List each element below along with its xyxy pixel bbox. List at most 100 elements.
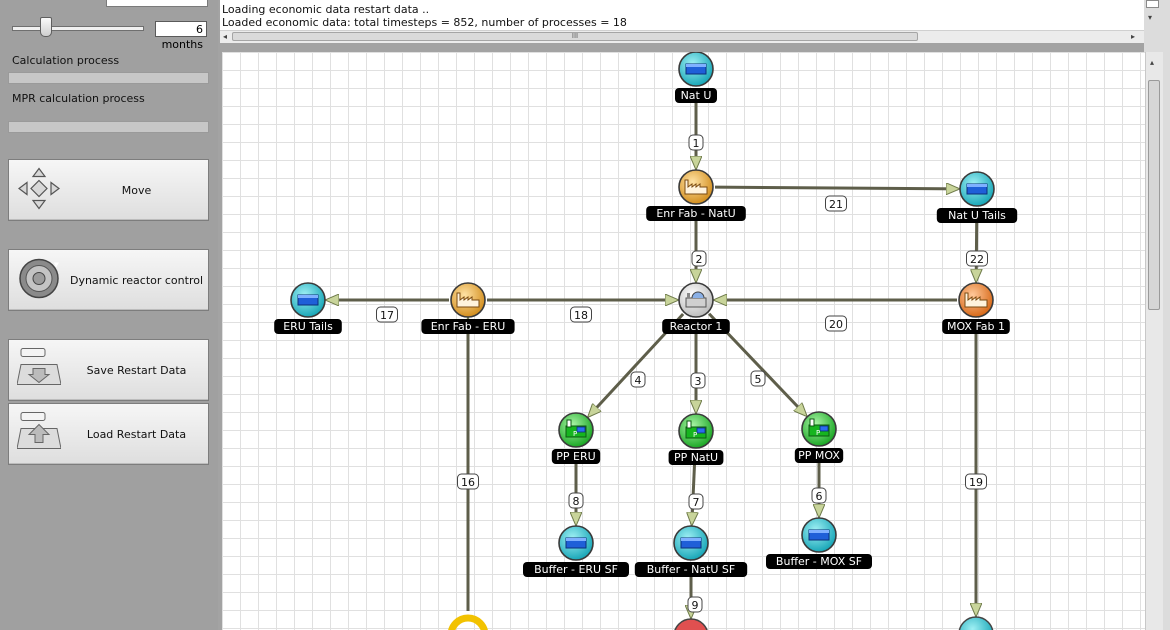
node-label-box	[662, 319, 730, 334]
edge-label-box	[691, 250, 707, 267]
edge-label-box	[688, 134, 704, 151]
canvas-vertical-scrollbar[interactable]: ▴	[1145, 52, 1163, 630]
edge-label-box	[568, 492, 584, 509]
factory-icon	[684, 179, 708, 195]
node-natu[interactable]: Nat U	[675, 52, 717, 103]
edge-label-box	[825, 195, 847, 212]
storage-icon	[680, 537, 702, 549]
storage-icon	[808, 529, 830, 541]
node-enreru[interactable]: Enr Fab - ERU	[421, 282, 515, 334]
edge-label-box	[687, 596, 703, 613]
edge-label-box	[376, 306, 398, 323]
node-label-box	[942, 319, 1010, 334]
node-ppmox[interactable]: PPP MOX	[794, 411, 844, 463]
load-restart-data-button[interactable]: Load Restart Data	[8, 403, 209, 465]
node-label: Enr Fab - NatU	[656, 207, 735, 220]
storage-icon	[685, 63, 707, 75]
power-plant-mark: P	[693, 431, 697, 439]
edge-label-7: 7	[693, 496, 700, 509]
flow-edge-21	[714, 187, 958, 189]
power-plant-icon: P	[808, 418, 830, 437]
node-natutails[interactable]: Nat U Tails	[936, 171, 1018, 223]
node-reactor[interactable]: Reactor 1	[662, 282, 730, 334]
edge-label-18: 18	[574, 309, 588, 322]
edge-label-box	[688, 493, 704, 510]
move-button[interactable]: Move	[8, 159, 209, 221]
log-line: Loaded economic data: total timesteps = …	[222, 16, 627, 29]
node-label: Buffer - MOX SF	[776, 555, 862, 568]
edge-label-19: 19	[969, 476, 983, 489]
node-label-box	[551, 449, 601, 464]
storage-icon	[297, 294, 319, 306]
node-label: PP NatU	[674, 451, 718, 464]
node-label-box	[523, 562, 629, 577]
storage-icon	[966, 183, 988, 195]
power-plant-icon: P	[685, 420, 707, 439]
edge-label-22: 22	[970, 253, 984, 266]
edge-label-box	[965, 473, 987, 490]
edge-label-6: 6	[816, 490, 823, 503]
edges-layer	[327, 88, 977, 617]
node-label: ERU Tails	[283, 320, 333, 333]
node-label-box	[646, 206, 746, 221]
top-input-field[interactable]	[106, 0, 208, 7]
node-enrnatu[interactable]: Enr Fab - NatU	[646, 169, 746, 221]
node-buferu[interactable]: Buffer - ERU SF	[523, 525, 629, 577]
node-label-box	[421, 319, 515, 334]
edge-label-4: 4	[635, 374, 642, 387]
node-label: Nat U Tails	[948, 209, 1006, 222]
node-label-box	[668, 450, 724, 465]
log-scroll-down-arrow-icon[interactable]: ▾	[1148, 13, 1153, 22]
scrollbar-grip: III	[571, 32, 579, 40]
log-horizontal-scrollbar[interactable]: ◂ III ▸	[220, 30, 1144, 43]
calculation-process-label: Calculation process	[12, 54, 120, 67]
factory-icon	[456, 292, 480, 308]
node-erutails[interactable]: ERU Tails	[274, 282, 342, 334]
edge-label-8: 8	[573, 495, 580, 508]
timestep-slider-thumb[interactable]	[40, 17, 52, 37]
edge-label-box	[690, 372, 706, 389]
edge-label-5: 5	[755, 373, 762, 386]
edge-label-21: 21	[829, 198, 843, 211]
scroll-right-arrow-icon[interactable]: ▸	[1131, 32, 1136, 41]
node-label: Buffer - NatU SF	[647, 563, 736, 576]
offscreen-node	[448, 614, 488, 630]
power-plant-mark: P	[816, 429, 820, 437]
node-bufnatu[interactable]: Buffer - NatU SF	[634, 525, 748, 577]
node-label-box	[634, 562, 748, 577]
edge-label-2: 2	[696, 253, 703, 266]
storage-icon	[565, 537, 587, 549]
log-output: Loading economic data restart data .. Lo…	[220, 0, 1144, 31]
calculation-progress-bar	[8, 72, 209, 84]
save-restart-data-label: Save Restart Data	[86, 363, 187, 377]
log-scrollbar-thumb[interactable]: III	[232, 32, 918, 41]
canvas-scrollbar-thumb[interactable]	[1148, 80, 1160, 310]
offscreen-node	[958, 616, 994, 630]
dynamic-reactor-control-button[interactable]: Dynamic reactor control	[8, 249, 209, 311]
node-moxfab[interactable]: MOX Fab 1	[942, 282, 1010, 334]
node-pperu[interactable]: PPP ERU	[551, 412, 601, 464]
save-restart-data-button[interactable]: Save Restart Data	[8, 339, 209, 401]
load-restart-data-label: Load Restart Data	[86, 427, 187, 441]
scroll-up-arrow-icon[interactable]: ▴	[1150, 58, 1155, 67]
node-ppnatu[interactable]: P PP NatU	[668, 413, 724, 465]
log-scroll-box[interactable]	[1146, 0, 1159, 8]
mpr-calculation-process-label: MPR calculation process	[12, 92, 145, 105]
node-bufmox[interactable]: Buffer - MOX SF	[766, 517, 872, 569]
edge-label-box	[457, 473, 479, 490]
scroll-left-arrow-icon[interactable]: ◂	[223, 32, 228, 41]
timestep-slider-track[interactable]	[12, 26, 144, 31]
edge-label-20: 20	[829, 318, 843, 331]
edge-label-3: 3	[695, 375, 702, 388]
node-label: PP ERU	[556, 450, 595, 463]
node-label: MOX Fab 1	[947, 320, 1005, 333]
move-arrows-icon	[17, 167, 61, 214]
offscreen-node	[674, 618, 708, 630]
node-label-box	[936, 208, 1018, 223]
load-drive-icon	[16, 411, 62, 458]
